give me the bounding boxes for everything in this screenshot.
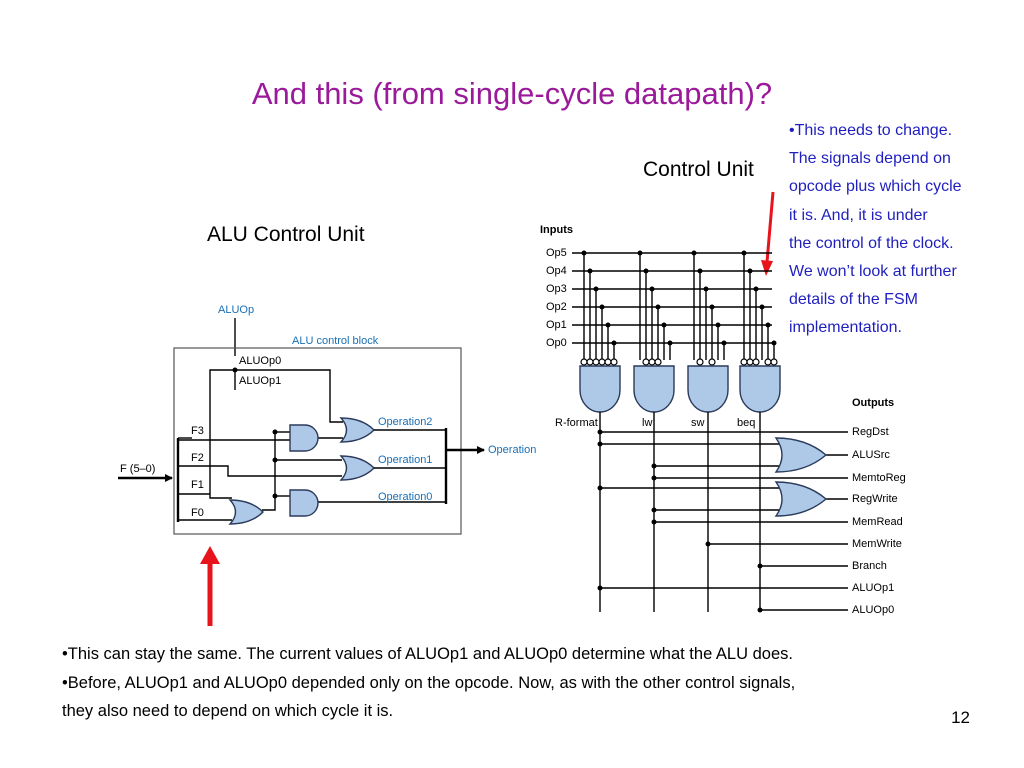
alu-control-block [173, 347, 462, 535]
right-note-line: We won’t look at further [789, 263, 957, 281]
aluop1-label: ALUOp1 [239, 375, 281, 387]
decoder-beq: beq [737, 417, 755, 429]
output-memread: MemRead [852, 516, 903, 528]
input-op4: Op4 [546, 265, 567, 277]
right-note: •This needs to change. The signals depen… [789, 117, 1019, 343]
input-op0: Op0 [546, 337, 567, 349]
output-memtoreg: MemtoReg [852, 472, 906, 484]
and-gate-lw [633, 365, 675, 413]
operation0-label: Operation0 [378, 491, 432, 503]
operation1-label: Operation1 [378, 454, 432, 466]
output-regwrite: RegWrite [852, 493, 898, 505]
decoder-sw: sw [691, 417, 705, 429]
f3-label: F3 [191, 425, 204, 437]
input-op3: Op3 [546, 283, 567, 295]
slide-title: And this (from single-cycle datapath)? [251, 76, 773, 111]
bottom-note-line: •Before, ALUOp1 and ALUOp0 depended only… [62, 673, 796, 692]
aluop-label: ALUOp [218, 304, 254, 316]
input-op1: Op1 [546, 319, 567, 331]
f0-label: F0 [191, 507, 204, 519]
outputs-title: Outputs [852, 397, 894, 409]
operation2-label: Operation2 [378, 416, 432, 428]
input-op2: Op2 [546, 301, 567, 313]
or-gate [228, 499, 264, 525]
inputs-title: Inputs [540, 224, 573, 236]
alu-control-diagram: ALUOp ALU control block ALUOp0 ALUOp1 F … [118, 304, 536, 535]
output-alusrc: ALUSrc [852, 449, 890, 461]
output-aluop1: ALUOp1 [852, 582, 894, 594]
and-gate-r-format [579, 365, 621, 413]
bottom-note-line: •This can stay the same. The current val… [62, 645, 793, 663]
output-regdst: RegDst [852, 426, 889, 438]
input-op5: Op5 [546, 247, 567, 259]
f2-label: F2 [191, 452, 204, 464]
decoder-r-format: R-format [555, 417, 598, 429]
f-input-label: F (5–0) [120, 463, 155, 475]
or-gate-alusrc [774, 437, 828, 473]
control-unit-diagram: Inputs Op5 Op4 Op3 Op2 Op1 Op0 [540, 224, 906, 616]
operation-bus-label: Operation [488, 444, 536, 456]
bottom-note-line: they also need to depend on which cycle … [62, 702, 394, 720]
or-gate-regwrite [774, 481, 828, 517]
right-note-line: the control of the clock. [789, 234, 954, 252]
output-branch: Branch [852, 560, 887, 572]
or-gate [339, 455, 375, 481]
red-arrow-down [761, 191, 775, 276]
right-note-line: •This needs to change. [789, 122, 953, 139]
aluop0-label: ALUOp0 [239, 355, 281, 367]
right-note-line: The signals depend on [789, 150, 951, 168]
alu-control-unit-label: ALU Control Unit [207, 223, 365, 246]
decoder-lw: lw [642, 417, 652, 429]
control-unit-label: Control Unit [643, 158, 754, 181]
right-note-line: opcode plus which cycle [789, 178, 962, 196]
and-gate-sw [687, 365, 729, 413]
f1-label: F1 [191, 479, 204, 491]
page-number: 12 [951, 708, 970, 727]
bottom-notes: •This can stay the same. The current val… [62, 640, 982, 726]
right-note-line: implementation. [789, 319, 902, 337]
and-gate [289, 489, 319, 517]
output-aluop0: ALUOp0 [852, 604, 894, 616]
right-note-line: it is. And, it is under [789, 206, 928, 224]
and-gate-beq [739, 365, 781, 413]
and-gate [289, 424, 319, 452]
output-memwrite: MemWrite [852, 538, 902, 550]
or-gate [339, 417, 375, 443]
alu-control-block-label: ALU control block [292, 335, 379, 347]
red-arrow-up [200, 546, 220, 626]
right-note-line: details of the FSM [789, 291, 918, 309]
